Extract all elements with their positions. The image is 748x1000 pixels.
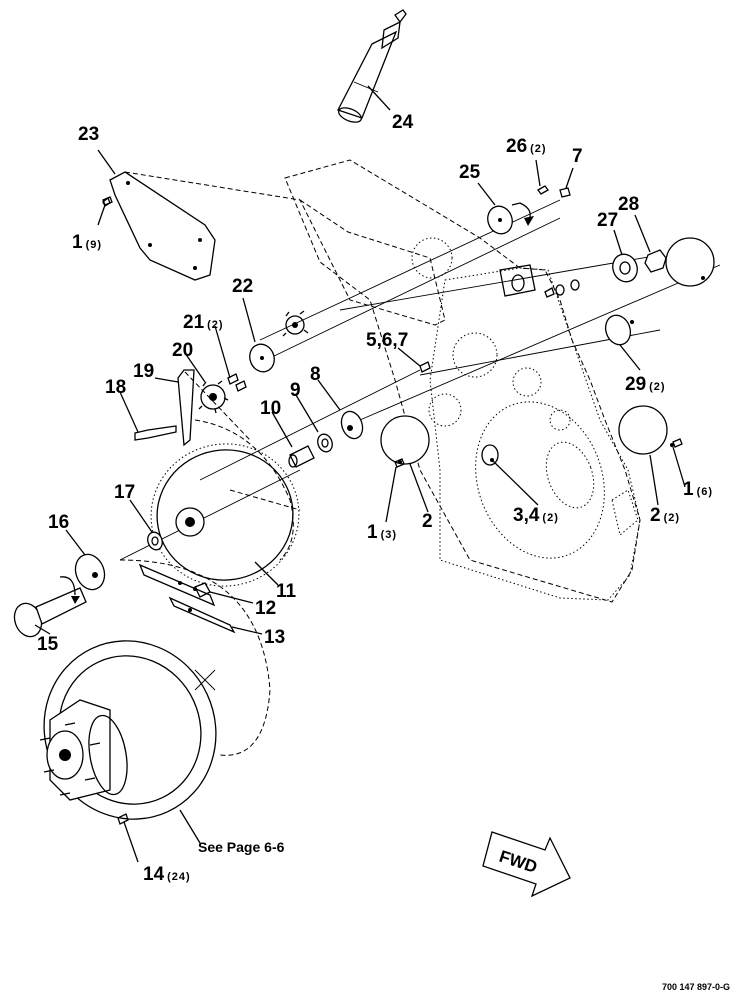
callout-29: 29(2) (625, 374, 666, 395)
callout-1-top-left: 1(9) (72, 232, 102, 253)
callout-17: 17 (114, 482, 135, 503)
part-8-washer (340, 410, 364, 440)
part-23-cover-plate (102, 171, 301, 281)
callout-13: 13 (264, 627, 285, 648)
callout-15: 15 (37, 634, 59, 655)
part-28-nut (644, 249, 667, 273)
part-cover-right-upper (665, 237, 715, 287)
callout-2-middle: 2 (422, 511, 433, 532)
drawing-code: 700 147 897-0-G (662, 982, 730, 992)
part-14-hub-flange (39, 559, 271, 825)
part-10-spacer (288, 445, 315, 468)
part-17-bearing (147, 531, 163, 551)
callout-11: 11 (276, 581, 297, 602)
part-3-4-fasteners (481, 444, 499, 466)
callout-16: 16 (48, 512, 69, 533)
upper-sprocket (282, 310, 309, 337)
part-22-plate (249, 343, 275, 373)
callout-27: 27 (597, 210, 618, 231)
callout-1-middle: 1(3) (367, 522, 397, 543)
callout-9: 9 (290, 380, 301, 401)
callout-25: 25 (459, 162, 481, 183)
part-19-chain (177, 369, 294, 561)
callout-7: 7 (572, 146, 583, 167)
part-21-bolts (227, 373, 247, 392)
part-7-nut (559, 187, 571, 198)
parts-5-6-7-fastener (419, 361, 431, 373)
callout-24: 24 (392, 112, 414, 133)
part-15-shaft (13, 576, 87, 638)
washer-group (544, 279, 580, 298)
callout-18: 18 (105, 377, 126, 398)
callout-14: 14(24) (143, 864, 191, 885)
part-2-cover-left (380, 415, 430, 465)
fwd-arrow: FWD (482, 831, 571, 898)
part-29-plate (604, 314, 634, 346)
part-16-washer (74, 553, 106, 591)
callout-22: 22 (232, 276, 253, 297)
callout-3-4: 3,4(2) (513, 505, 559, 526)
see-page-note: See Page 6-6 (198, 839, 285, 855)
callout-20: 20 (172, 340, 193, 361)
callout-19: 19 (133, 361, 154, 382)
part-11-large-sprocket (150, 443, 301, 587)
callout-2-right: 2(2) (650, 505, 680, 526)
part-2-cover-right (618, 405, 674, 455)
leader-lines (34, 85, 686, 863)
part-1-bolts (102, 196, 683, 468)
part-18-bolt (134, 425, 177, 441)
callout-1-right: 1(6) (683, 479, 713, 500)
part-13-chain (138, 563, 236, 634)
part-20-sprocket (198, 380, 229, 414)
part-27-bearing (612, 253, 638, 283)
callout-5-6-7: 5,6,7 (366, 330, 408, 351)
callout-28: 28 (618, 194, 639, 215)
part-24-tool (337, 9, 407, 123)
callout-23: 23 (78, 124, 99, 145)
part-9-bearing (317, 433, 333, 453)
callout-26: 26(2) (506, 136, 547, 157)
callout-labels: 24 23 1(9) 26(2) 7 25 27 28 22 21(2) 20 … (37, 112, 730, 992)
part-25-plate (487, 202, 534, 235)
callout-10: 10 (260, 398, 281, 419)
main-housing-outline (284, 159, 641, 603)
callout-21: 21(2) (183, 312, 224, 333)
callout-12: 12 (255, 598, 276, 619)
part-26-bolt (537, 185, 549, 195)
callout-8: 8 (310, 364, 321, 385)
